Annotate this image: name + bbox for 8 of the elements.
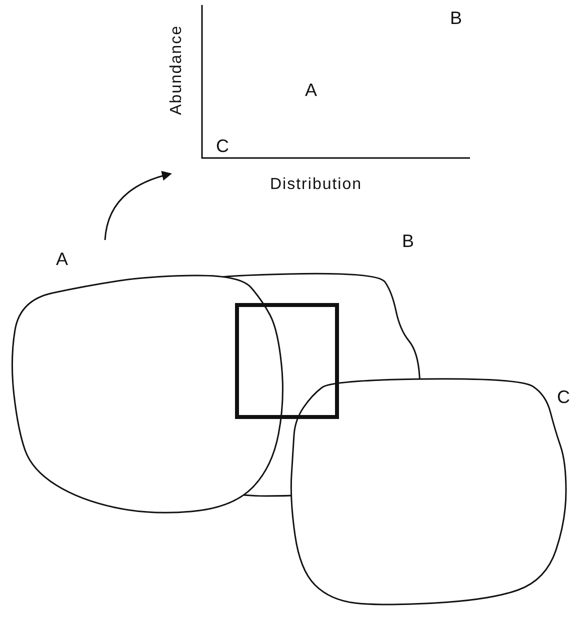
data-point-letter: A xyxy=(305,81,318,99)
region-letter: A xyxy=(56,250,68,268)
data-point-letter: C xyxy=(216,137,229,155)
axis-title: Distribution xyxy=(270,176,362,194)
region-letter: B xyxy=(402,232,414,250)
axis-title: Abundance xyxy=(168,25,186,115)
data-point-letter: B xyxy=(450,9,462,27)
region-letter: C xyxy=(557,388,570,406)
